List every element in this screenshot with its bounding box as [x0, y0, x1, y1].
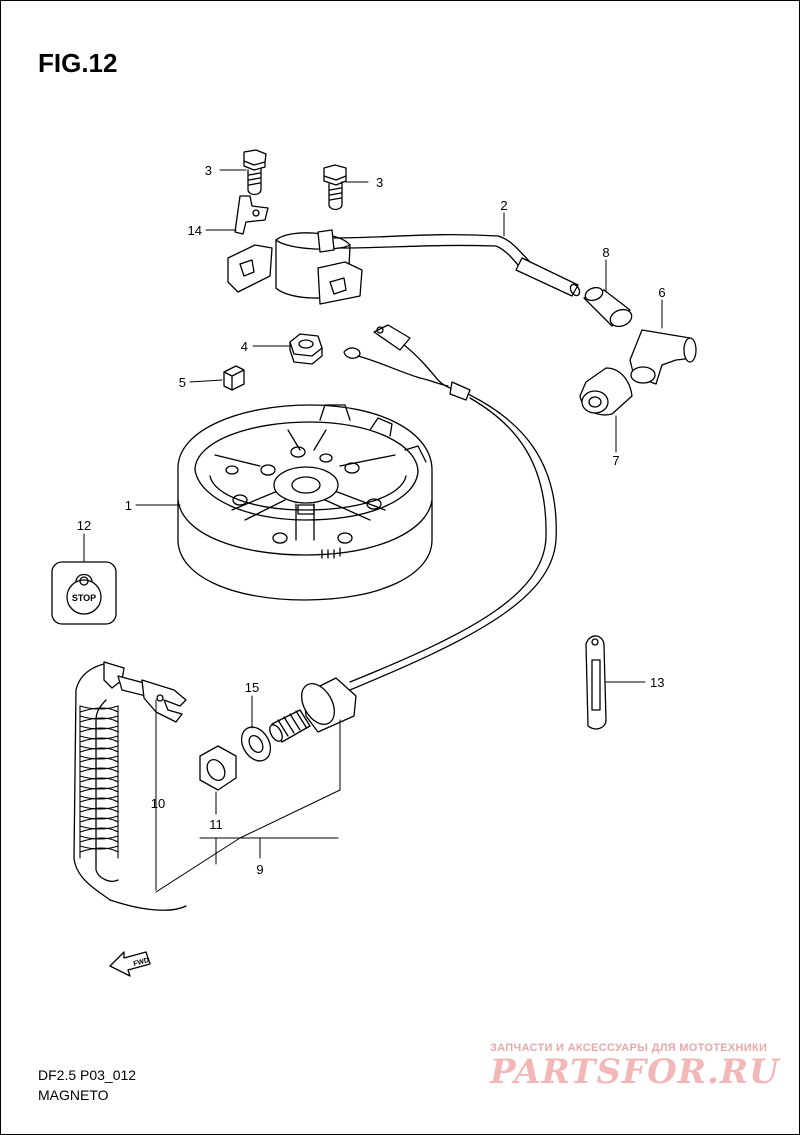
- stop-switch-harness-drawing: [269, 324, 557, 743]
- fwd-arrow-text: FWD: [133, 957, 150, 968]
- bolt-left-drawing: [243, 149, 267, 196]
- figure-code: DF2.5 P03_012: [38, 1067, 137, 1083]
- callout-13: 13: [650, 675, 664, 690]
- flywheel-1-drawing: [177, 404, 433, 601]
- callout-11: 11: [209, 817, 223, 832]
- figure-title: FIG.12: [38, 48, 118, 78]
- callout-12: 12: [77, 518, 91, 533]
- key-5-drawing: [223, 365, 245, 391]
- ignition-coil-drawing: [227, 229, 581, 305]
- clamp-14-drawing: [234, 195, 269, 235]
- lanyard-10-drawing: [73, 661, 187, 911]
- callout-10: 10: [151, 796, 165, 811]
- watermark-logo: PARTSFOR.RU: [490, 1052, 780, 1092]
- callout-5: 5: [179, 375, 186, 390]
- clamp-13-drawing: [585, 635, 607, 730]
- stop-badge-text: STOP: [72, 593, 96, 603]
- callout-15: 15: [245, 680, 259, 695]
- callout-1: 1: [125, 498, 132, 513]
- cap-8-drawing: [583, 286, 633, 328]
- nut-11-drawing: [199, 745, 237, 791]
- callout-6: 6: [658, 285, 665, 300]
- callout-4: 4: [241, 339, 248, 354]
- callout-14: 14: [188, 223, 202, 238]
- plug-cap-6-drawing: [629, 329, 697, 385]
- nut-4-drawing: [289, 333, 323, 365]
- fwd-arrow-drawing: [109, 951, 151, 977]
- callout-3-left: 3: [205, 163, 212, 178]
- watermark-tagline: ЗАПЧАСТИ И АКСЕССУАРЫ ДЛЯ МОТОТЕХНИКИ: [490, 1042, 768, 1054]
- bolt-right-drawing: [323, 164, 347, 211]
- callout-2: 2: [500, 198, 507, 213]
- washer-15-drawing: [240, 726, 272, 762]
- callout-8: 8: [602, 245, 609, 260]
- cover-7-drawing: [579, 367, 633, 416]
- figure-name: MAGNETO: [38, 1087, 109, 1103]
- callout-9: 9: [256, 862, 263, 877]
- callout-7: 7: [612, 453, 619, 468]
- callout-3-right: 3: [376, 175, 383, 190]
- callout-numbers: 3 3 14 2 8 6 4 5 7 1 12 13 15 10 11 9: [77, 163, 666, 877]
- leader-lines: [83, 169, 663, 893]
